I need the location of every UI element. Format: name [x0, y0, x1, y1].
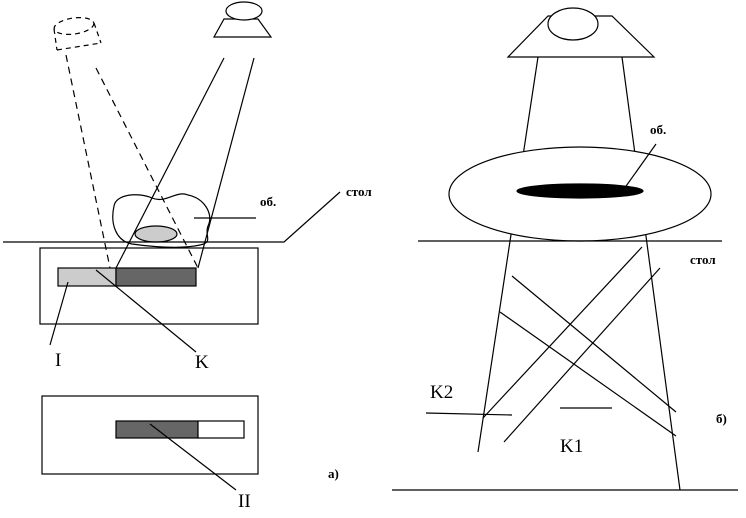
object-blob: [112, 193, 211, 248]
label-marker-k1: K1: [560, 436, 583, 457]
leader-marker-k: [95, 269, 197, 353]
detector-box-top: [39, 247, 259, 325]
label-object-left: об.: [260, 194, 276, 209]
label-object-right: об.: [650, 122, 666, 137]
strip-k2: [482, 246, 661, 443]
table-line-left: [3, 191, 341, 243]
label-marker-k2: K2: [430, 382, 453, 403]
object-core-left: [134, 225, 178, 243]
label-marker-one: I: [55, 350, 61, 371]
leader-object-right: [623, 143, 657, 190]
panel-b: [392, 7, 738, 491]
leader-marker-two: [149, 423, 237, 491]
film-white-segment-2: [197, 420, 245, 439]
label-marker-k: K: [195, 352, 209, 373]
solid-source-icon: [212, 1, 273, 38]
film-dark-segment: [115, 267, 197, 287]
object-core-right: [516, 183, 644, 199]
label-marker-two: II: [238, 491, 251, 512]
beam-right-left-edge: [477, 56, 539, 453]
label-table-left: стол: [346, 184, 372, 199]
panel-a: [3, 1, 341, 491]
dashed-beam: [65, 54, 199, 269]
strip-k1: [499, 275, 677, 437]
source-right-icon: [506, 7, 656, 58]
detector-box-bottom: [41, 395, 259, 475]
film-light-segment: [57, 267, 117, 287]
label-panel-b: б): [716, 411, 727, 426]
beam-right-right-edge: [621, 56, 681, 491]
dashed-source-icon: [53, 17, 102, 51]
label-panel-a: а): [328, 466, 339, 481]
label-table-right: стол: [690, 252, 716, 267]
leader-marker-one: [49, 281, 69, 346]
leader-marker-k2: [425, 412, 513, 416]
